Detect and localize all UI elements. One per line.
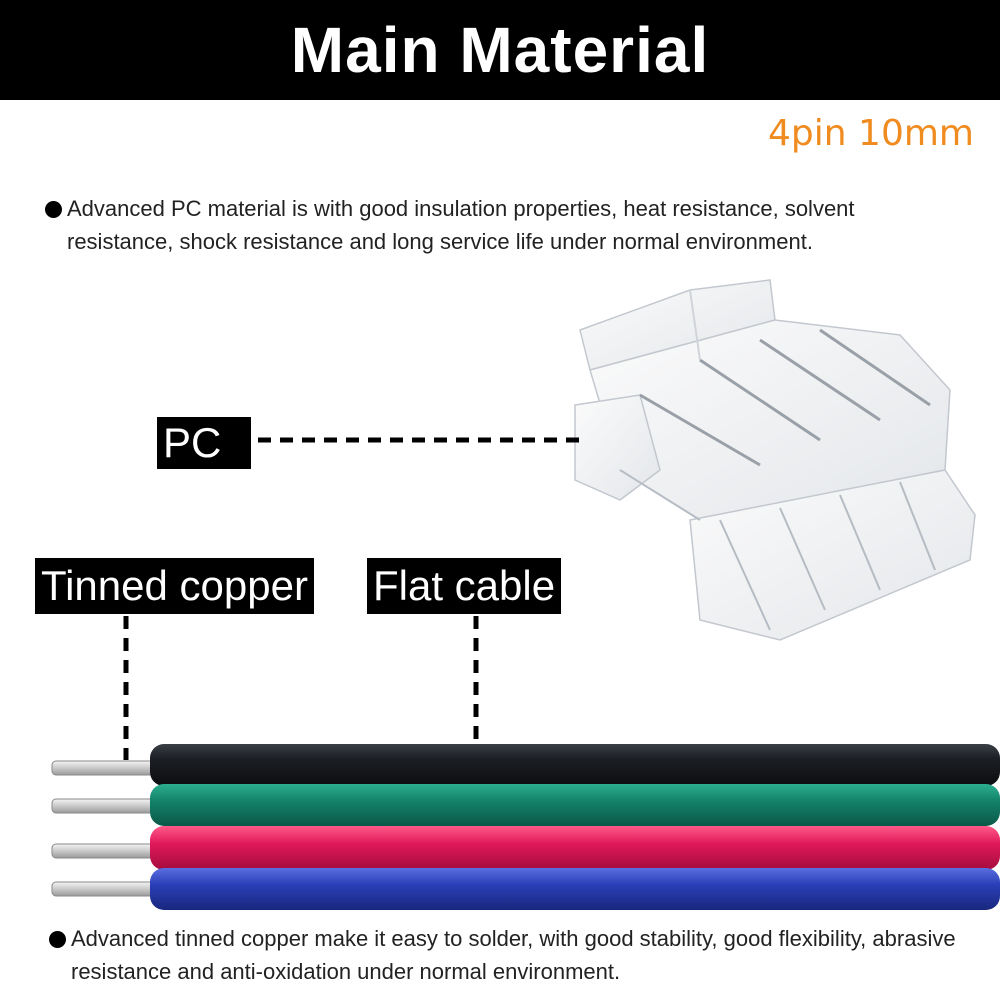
copper-description: Advanced tinned copper make it easy to s… [49,922,981,988]
spec-label: 4pin 10mm [768,113,974,154]
flat-cable [150,744,1000,910]
pc-connector [574,279,976,641]
title-banner: Main Material [0,0,1000,100]
bullet-dot-icon [49,931,66,948]
copper-description-text: Advanced tinned copper make it easy to s… [71,926,956,984]
flat-cable-label: Flat cable [367,558,562,614]
bullet-dot-icon [45,201,62,218]
pc-description: Advanced PC material is with good insula… [45,192,967,258]
pc-label: PC [157,417,251,469]
tinned-copper-ends [51,760,155,897]
pc-description-text: Advanced PC material is with good insula… [67,196,855,254]
page-title: Main Material [290,14,710,86]
tinned-copper-label: Tinned copper [35,558,314,614]
